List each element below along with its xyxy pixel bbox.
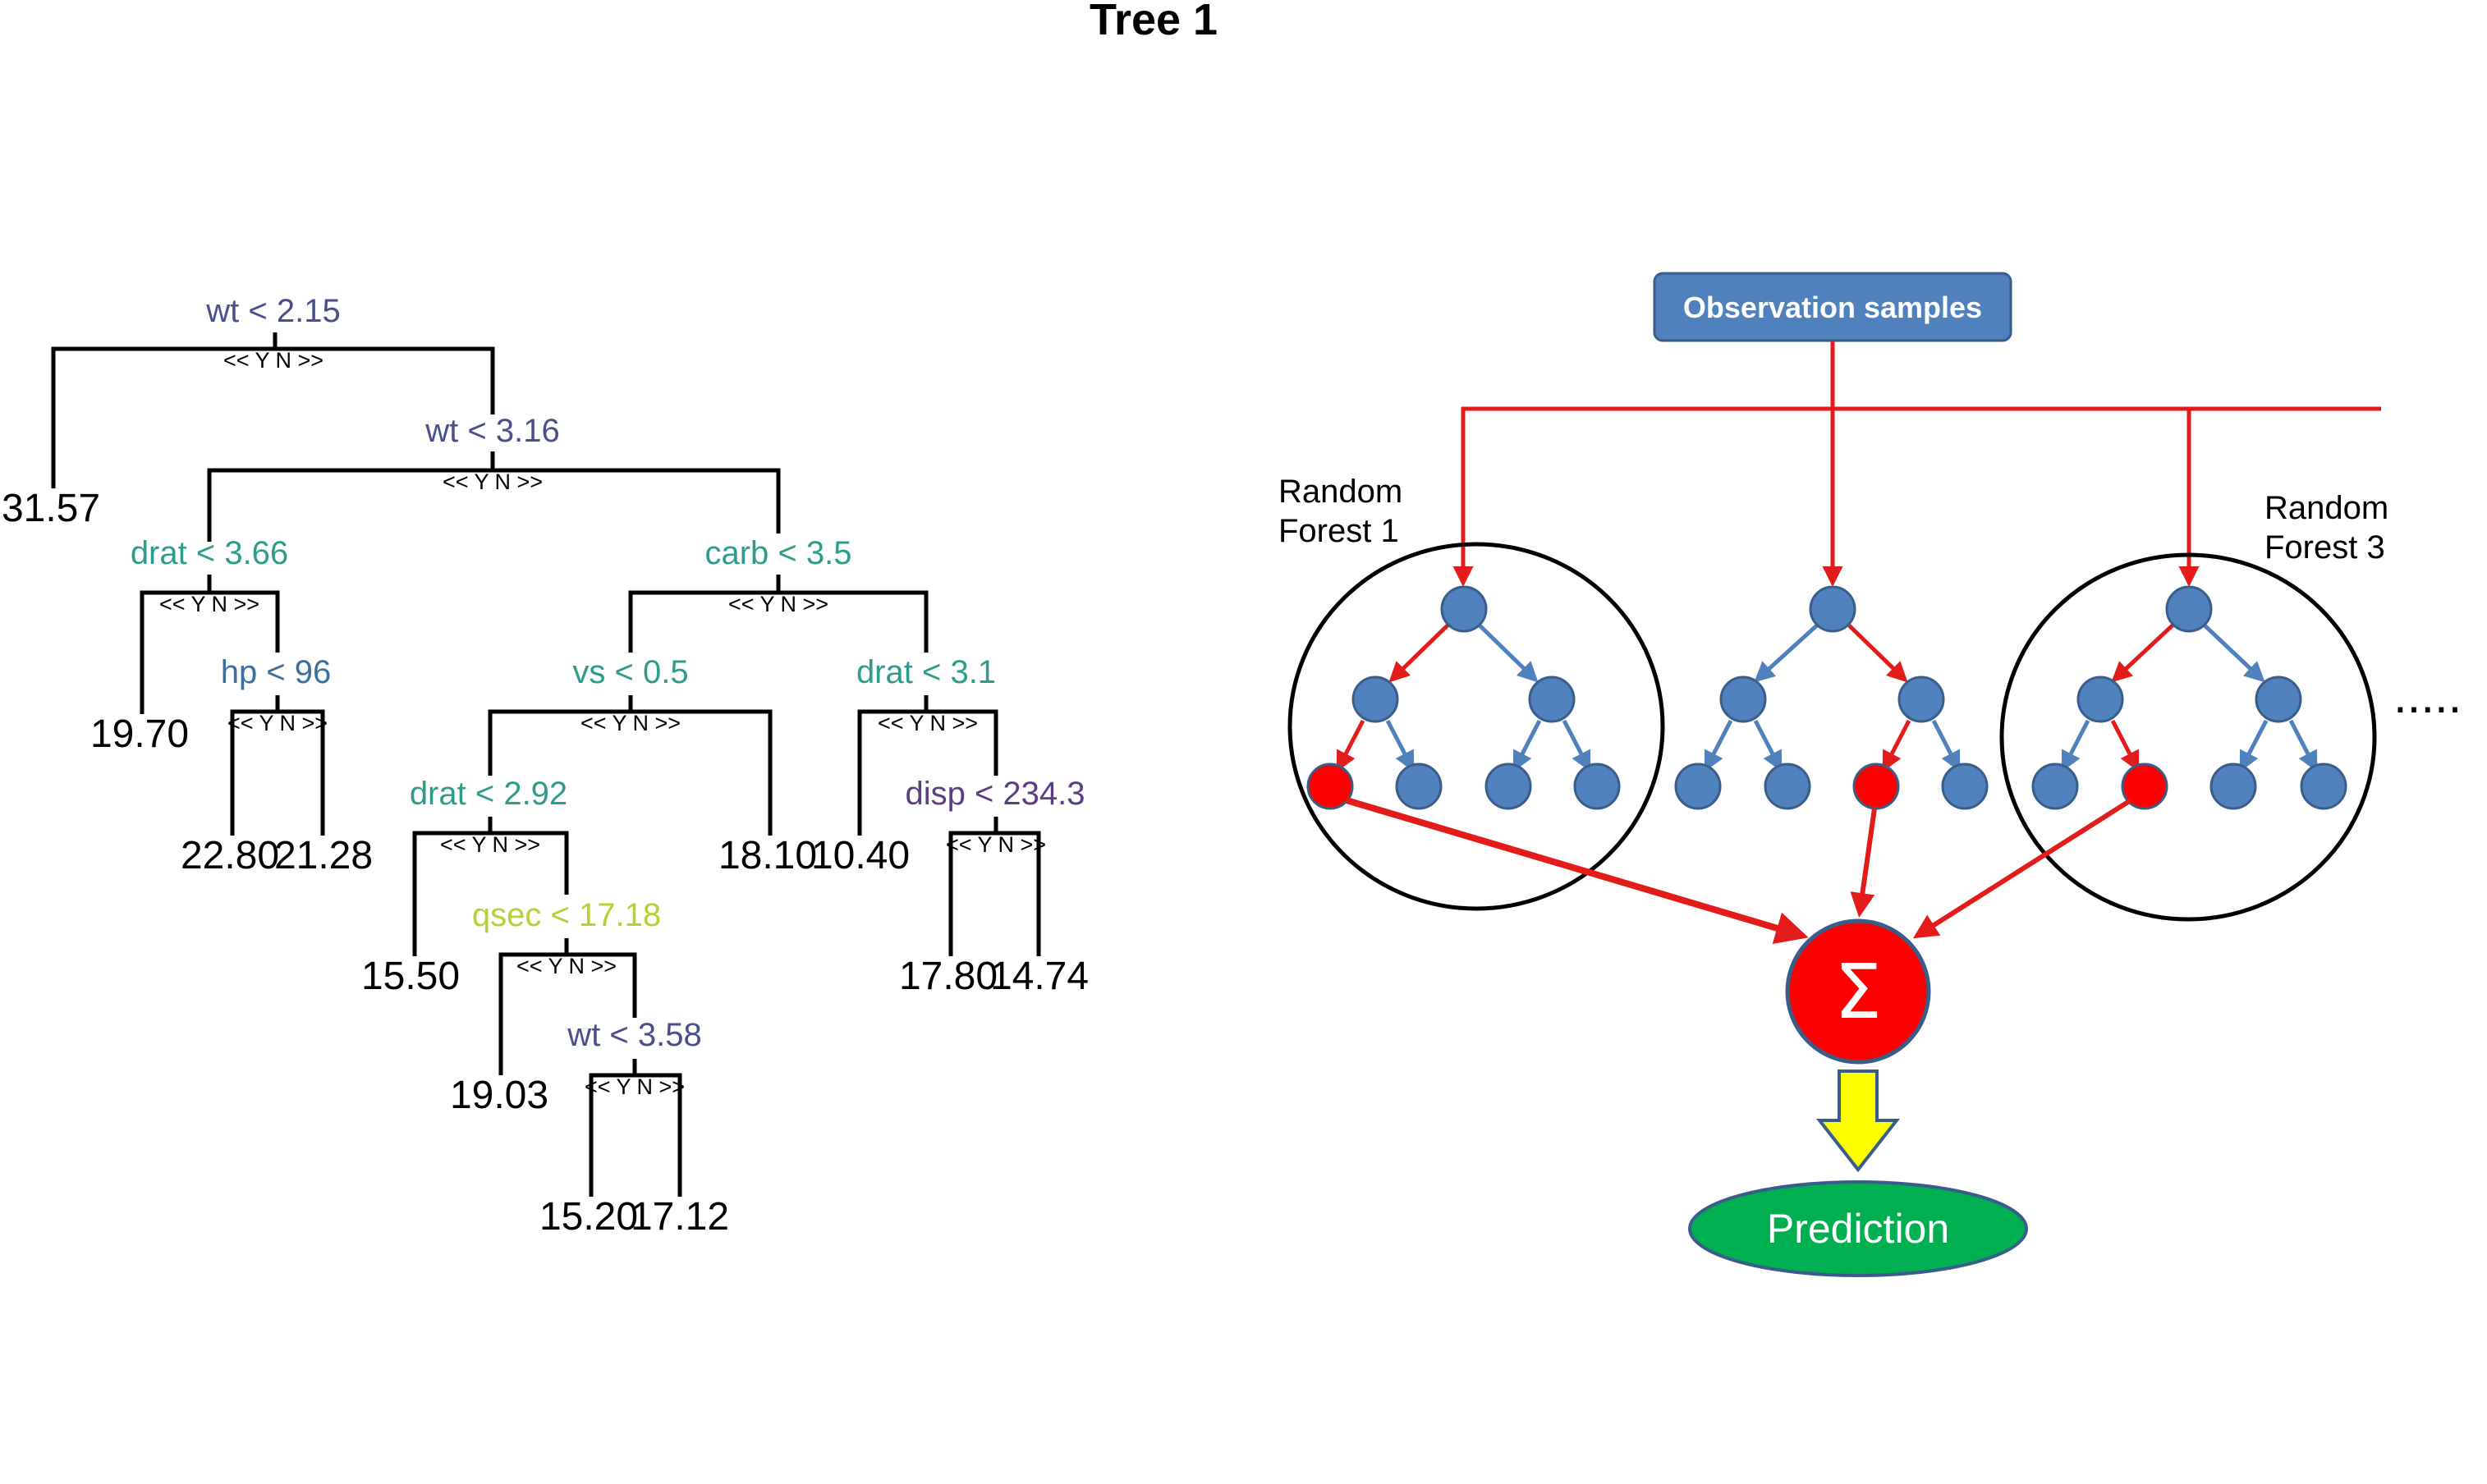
sample-distribution-lines [1452,341,2381,587]
tree-branches [51,332,1041,1197]
sum-aggregator-circle [1785,918,1931,1065]
more-trees-ellipsis: ..... [2393,668,2462,723]
tree-splits: wt < 2.15 wt < 3.16 drat < 3.66 carb < 3… [131,293,1085,1053]
tree-2-node [1897,676,1945,723]
tree-1-node [1528,676,1576,723]
yn-label-vs05: << Y N >> [580,711,681,735]
random-forest-3-label-line1: Random [2264,490,2388,526]
random-forest-1-label-line1: Random [1278,474,1402,510]
observation-samples-label: Observation samples [1683,291,1982,324]
tree-1-nodes [1306,585,1621,810]
tree-3-node [2076,676,2124,723]
tree-2-root-node [1809,585,1856,633]
random-forest-1-label-line2: Forest 1 [1278,513,1399,549]
tree-3-selected-leaf [2121,763,2168,810]
yn-label-wt316: << Y N >> [443,469,543,494]
yn-label-hp96: << Y N >> [227,711,328,735]
split-carb35: carb < 3.5 [704,535,851,571]
yn-label-carb35: << Y N >> [728,592,828,616]
tree-leaves: 31.57 19.70 22.80 21.28 18.10 10.40 15.5… [2,487,1089,1239]
split-disp2343: disp < 234.3 [905,776,1085,812]
tree-2-node [1719,676,1767,723]
tree-3-edges [2061,622,2318,772]
leaf-17-12: 17.12 [631,1195,729,1239]
sigma-symbol: Σ [1834,948,1882,1036]
split-wt358: wt < 3.58 [567,1017,701,1053]
leaf-17-80: 17.80 [899,955,998,998]
split-drat366: drat < 3.66 [131,535,288,571]
tree-1-selected-leaf [1306,763,1354,810]
yn-label-drat366: << Y N >> [159,592,259,616]
tree-2-leaf [1941,763,1989,810]
tree-3-leaf [2031,763,2079,810]
random-forest-1-circle [1287,542,1665,911]
leaf-18-10: 18.10 [718,834,817,877]
tree-title: Tree 1 [1090,0,1218,44]
random-forest-3-circle [1999,552,2377,922]
yn-label-wt358: << Y N >> [585,1074,685,1099]
tree-3-root-node [2165,585,2213,633]
tree-yn-labels: << Y N >> << Y N >> << Y N >> << Y N >> … [159,348,1046,1099]
split-drat31: drat < 3.1 [856,654,996,690]
tree-2-leaf [1674,763,1722,810]
arrow-tree-2-to-sum [1850,808,1877,918]
leaf-14-74: 14.74 [990,955,1089,998]
leaf-10-40: 10.40 [811,834,910,877]
leaf-19-70: 19.70 [90,712,189,756]
tree-1-leaf [1573,763,1621,810]
arrow-tree-3-to-sum [1912,798,2132,939]
tree-1-node [1351,676,1399,723]
split-hp96: hp < 96 [221,654,332,690]
split-qsec1718: qsec < 17.18 [472,897,661,933]
tree-3-nodes [2031,585,2347,810]
tree-1-edges [1336,622,1591,772]
split-drat292: drat < 2.92 [410,776,567,812]
yn-label-qsec1718: << Y N >> [516,954,617,978]
tree-1-leaf [1484,763,1532,810]
leaf-22-80: 22.80 [181,834,279,877]
tree-2-leaf [1764,763,1811,810]
tree-3-leaf [2209,763,2257,810]
tree-3-leaf [2300,763,2347,810]
split-vs05: vs < 0.5 [572,654,688,690]
leaf-15-50: 15.50 [361,955,460,998]
tree-3-node [2255,676,2302,723]
prediction-ellipse [1688,1180,2028,1277]
random-forest-diagram: Observation samples Random Forest 1 Rand… [1278,272,2462,1277]
tree-2-edges [1704,622,1961,772]
down-arrow-icon [1815,1069,1901,1173]
split-wt316: wt < 3.16 [424,413,559,449]
yn-label-disp2343: << Y N >> [946,832,1046,857]
yn-label-root: << Y N >> [223,348,323,373]
leaf-15-20: 15.20 [539,1195,638,1239]
tree-1-root-node [1440,585,1488,633]
yn-label-drat31: << Y N >> [878,711,978,735]
leaf-19-03: 19.03 [450,1074,548,1117]
yn-label-drat292: << Y N >> [440,832,540,857]
tree-2-selected-leaf [1852,763,1900,810]
arrow-tree-1-to-sum [1345,797,1809,945]
split-root: wt < 2.15 [205,293,340,329]
aggregation-arrows [1345,797,2132,945]
tree-2-nodes [1674,585,1989,810]
regression-tree: Tree 1 [2,0,1218,1239]
random-forest-3-label-line2: Forest 3 [2264,529,2385,566]
tree-1-leaf [1395,763,1443,810]
prediction-label: Prediction [1767,1206,1949,1252]
leaf-31-57: 31.57 [2,487,100,530]
leaf-21-28: 21.28 [274,834,373,877]
